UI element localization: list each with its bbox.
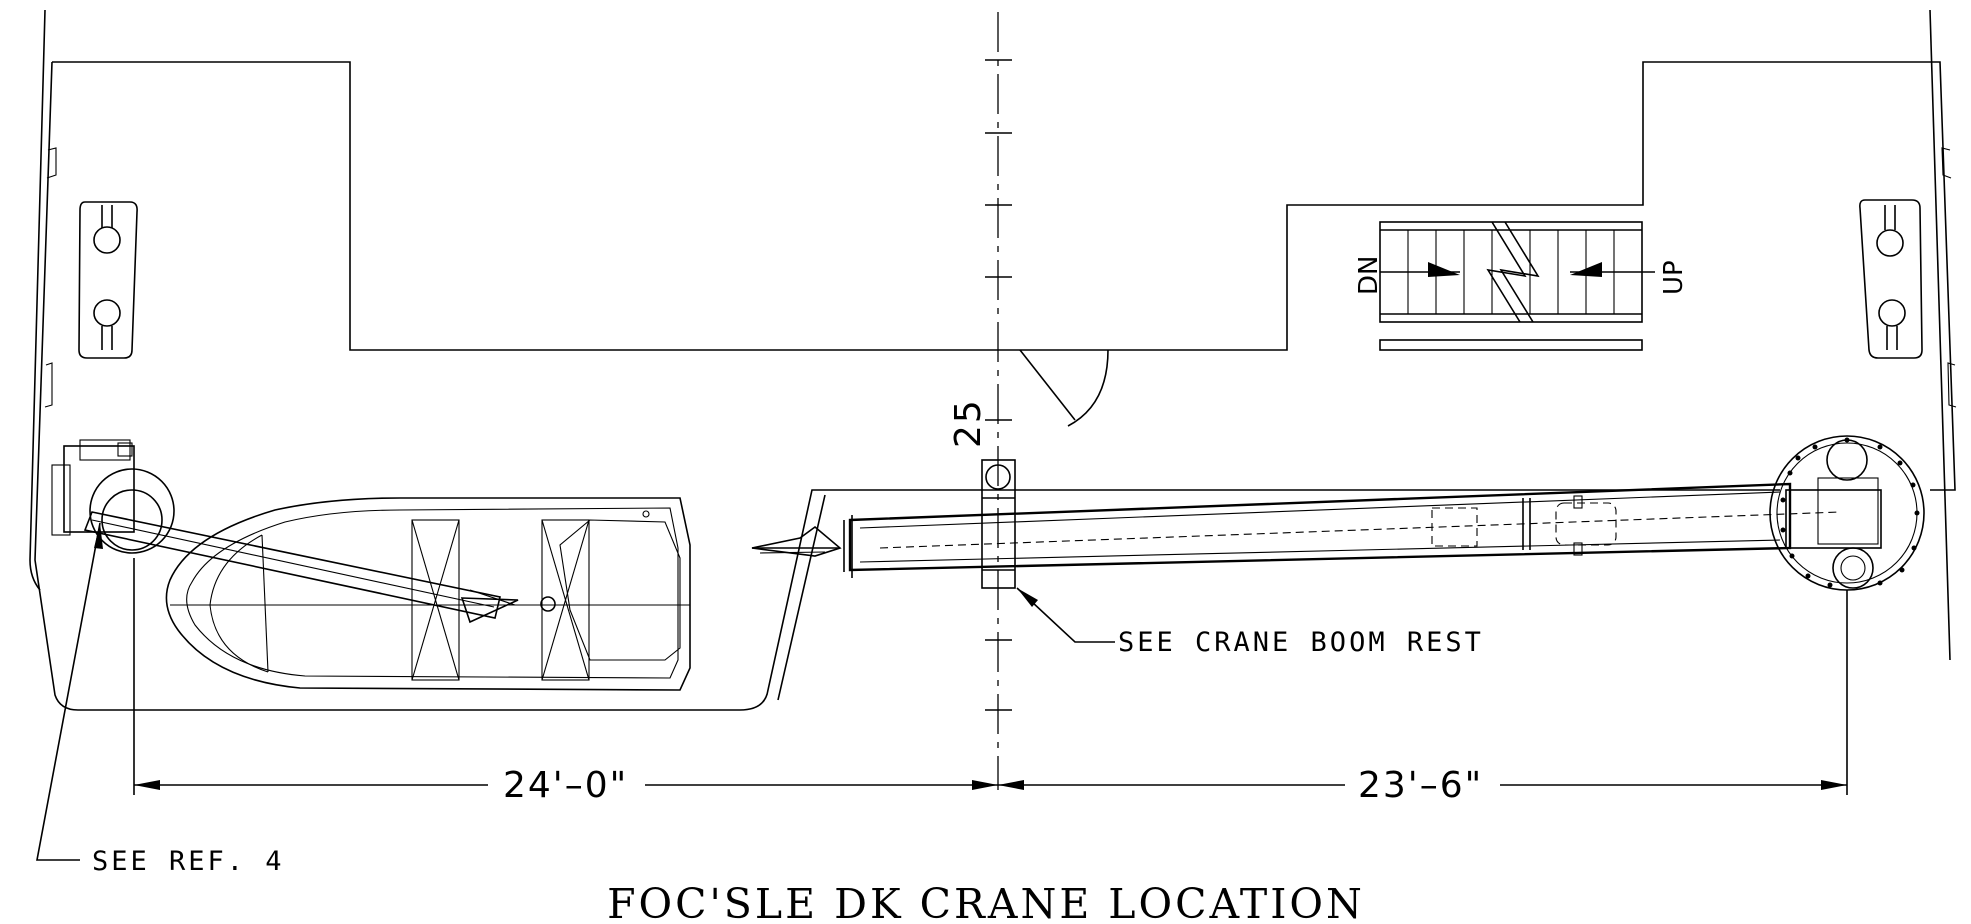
crane-slewing-base-right: [1769, 435, 1925, 591]
porthole-left: [78, 201, 138, 359]
crane-boom-main: [751, 482, 1841, 578]
dim-arrow-right-icon: [1821, 780, 1847, 790]
dimension-right-label: 23'–6": [1358, 765, 1483, 806]
crane-boom-rest: [981, 459, 1016, 589]
rescue-boat: [165, 497, 691, 691]
crane-pedestal-left: [51, 439, 519, 624]
stair-up-label: UP: [1659, 260, 1689, 295]
callout-boom-rest-label: SEE CRANE BOOM REST: [1118, 627, 1484, 658]
deck-outline: [29, 9, 1957, 711]
porthole-right: [1859, 199, 1923, 359]
stair-down-label: DN: [1354, 256, 1384, 295]
frame-number-label: 25: [948, 398, 989, 448]
dimension-lines: 24'–0" 23'–6": [133, 558, 1848, 806]
arrow-down-icon: [1428, 262, 1460, 277]
dimension-left-label: 24'–0": [503, 765, 628, 806]
dim-arrow-center-right-icon: [998, 780, 1024, 790]
callout-see-ref: SEE REF. 4: [36, 522, 285, 877]
centerline: 25: [948, 12, 1012, 790]
dim-arrow-center-left-icon: [972, 780, 998, 790]
callout-boom-rest: SEE CRANE BOOM REST: [1016, 587, 1484, 658]
callout-see-ref-label: SEE REF. 4: [92, 846, 285, 877]
dim-arrow-left-icon: [134, 780, 160, 790]
drawing-title: FOC'SLE DK CRANE LOCATION: [607, 880, 1365, 924]
door-swing: [1019, 349, 1109, 427]
arrow-up-icon: [1570, 262, 1602, 277]
stairway: DN UP: [1354, 221, 1689, 351]
